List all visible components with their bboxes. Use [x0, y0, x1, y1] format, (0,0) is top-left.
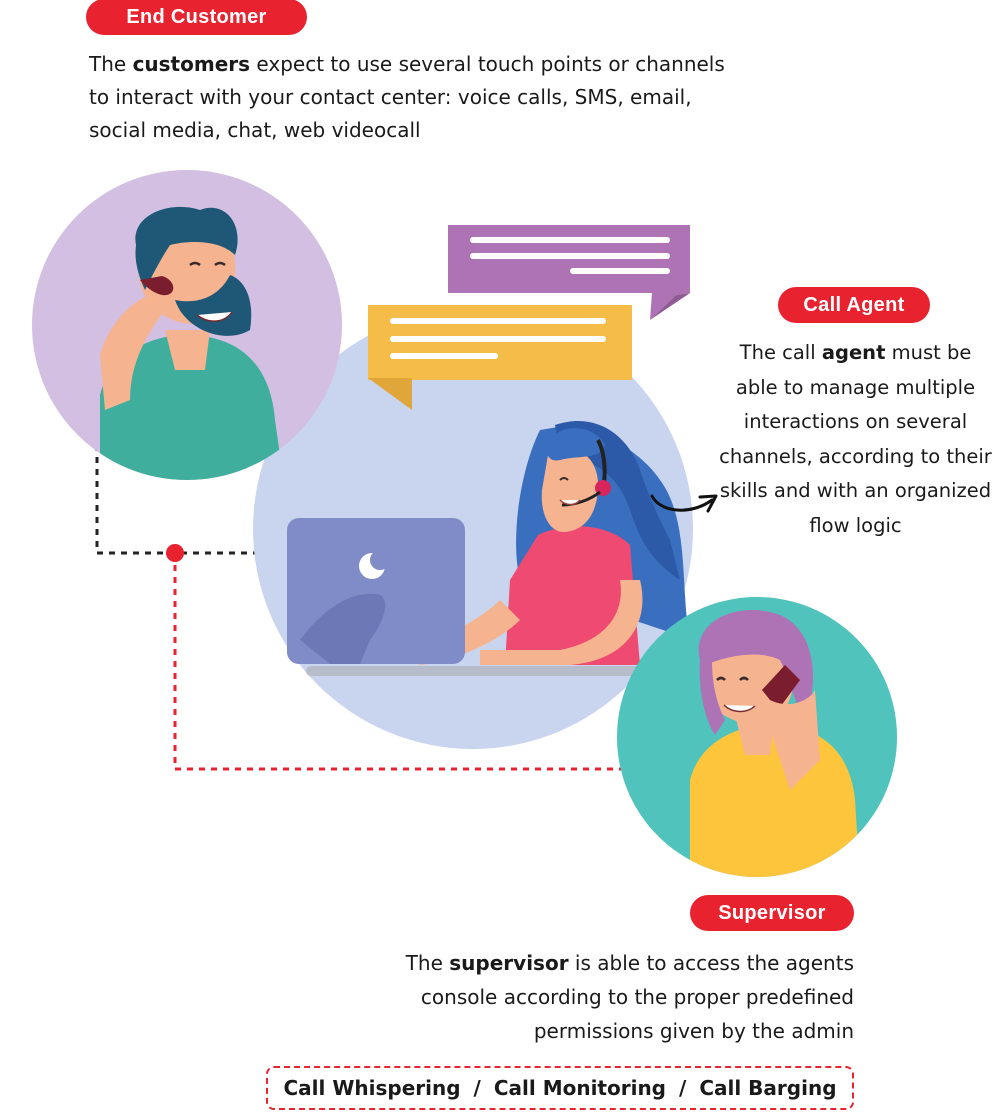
call-agent-text-after: must be able to manage multiple interact…	[719, 341, 992, 537]
feature-call-whispering: Call Whispering	[283, 1076, 461, 1100]
customer-connector-line	[95, 445, 258, 555]
feature-call-barging: Call Barging	[699, 1076, 837, 1100]
chat-bubble-icon	[368, 305, 632, 410]
agent-illustration	[410, 421, 690, 665]
end-customer-text-after: expect to use several touch points or ch…	[89, 52, 725, 142]
customer-illustration	[100, 206, 285, 480]
arrow-icon	[650, 494, 718, 513]
supervisor-connector-line	[173, 553, 622, 771]
connector-dot	[166, 544, 184, 562]
feature-call-monitoring: Call Monitoring	[493, 1076, 667, 1100]
call-agent-badge: Call Agent	[778, 287, 930, 323]
supervisor-features-box: Call Whispering / Call Monitoring / Call…	[266, 1066, 854, 1110]
supervisor-text-after: is able to access the agents console acc…	[420, 951, 854, 1043]
supervisor-text-before: The	[405, 951, 450, 975]
end-customer-description: The customers expect to use several touc…	[89, 48, 729, 147]
supervisor-text-bold: supervisor	[449, 951, 569, 975]
call-agent-text-bold: agent	[821, 341, 886, 364]
end-customer-text-before: The	[89, 52, 133, 76]
chat-bubble-icon	[448, 225, 690, 320]
laptop-icon	[287, 518, 656, 676]
call-agent-text-before: The call	[739, 341, 822, 364]
call-agent-description: The call agent must be able to manage mu…	[718, 336, 993, 543]
feature-separator: /	[679, 1076, 687, 1100]
supervisor-description: The supervisor is able to access the age…	[330, 946, 854, 1048]
end-customer-text-bold: customers	[132, 52, 251, 76]
supervisor-illustration	[690, 610, 860, 877]
feature-separator: /	[473, 1076, 481, 1100]
supervisor-badge: Supervisor	[690, 895, 854, 931]
end-customer-badge: End Customer	[86, 0, 307, 35]
